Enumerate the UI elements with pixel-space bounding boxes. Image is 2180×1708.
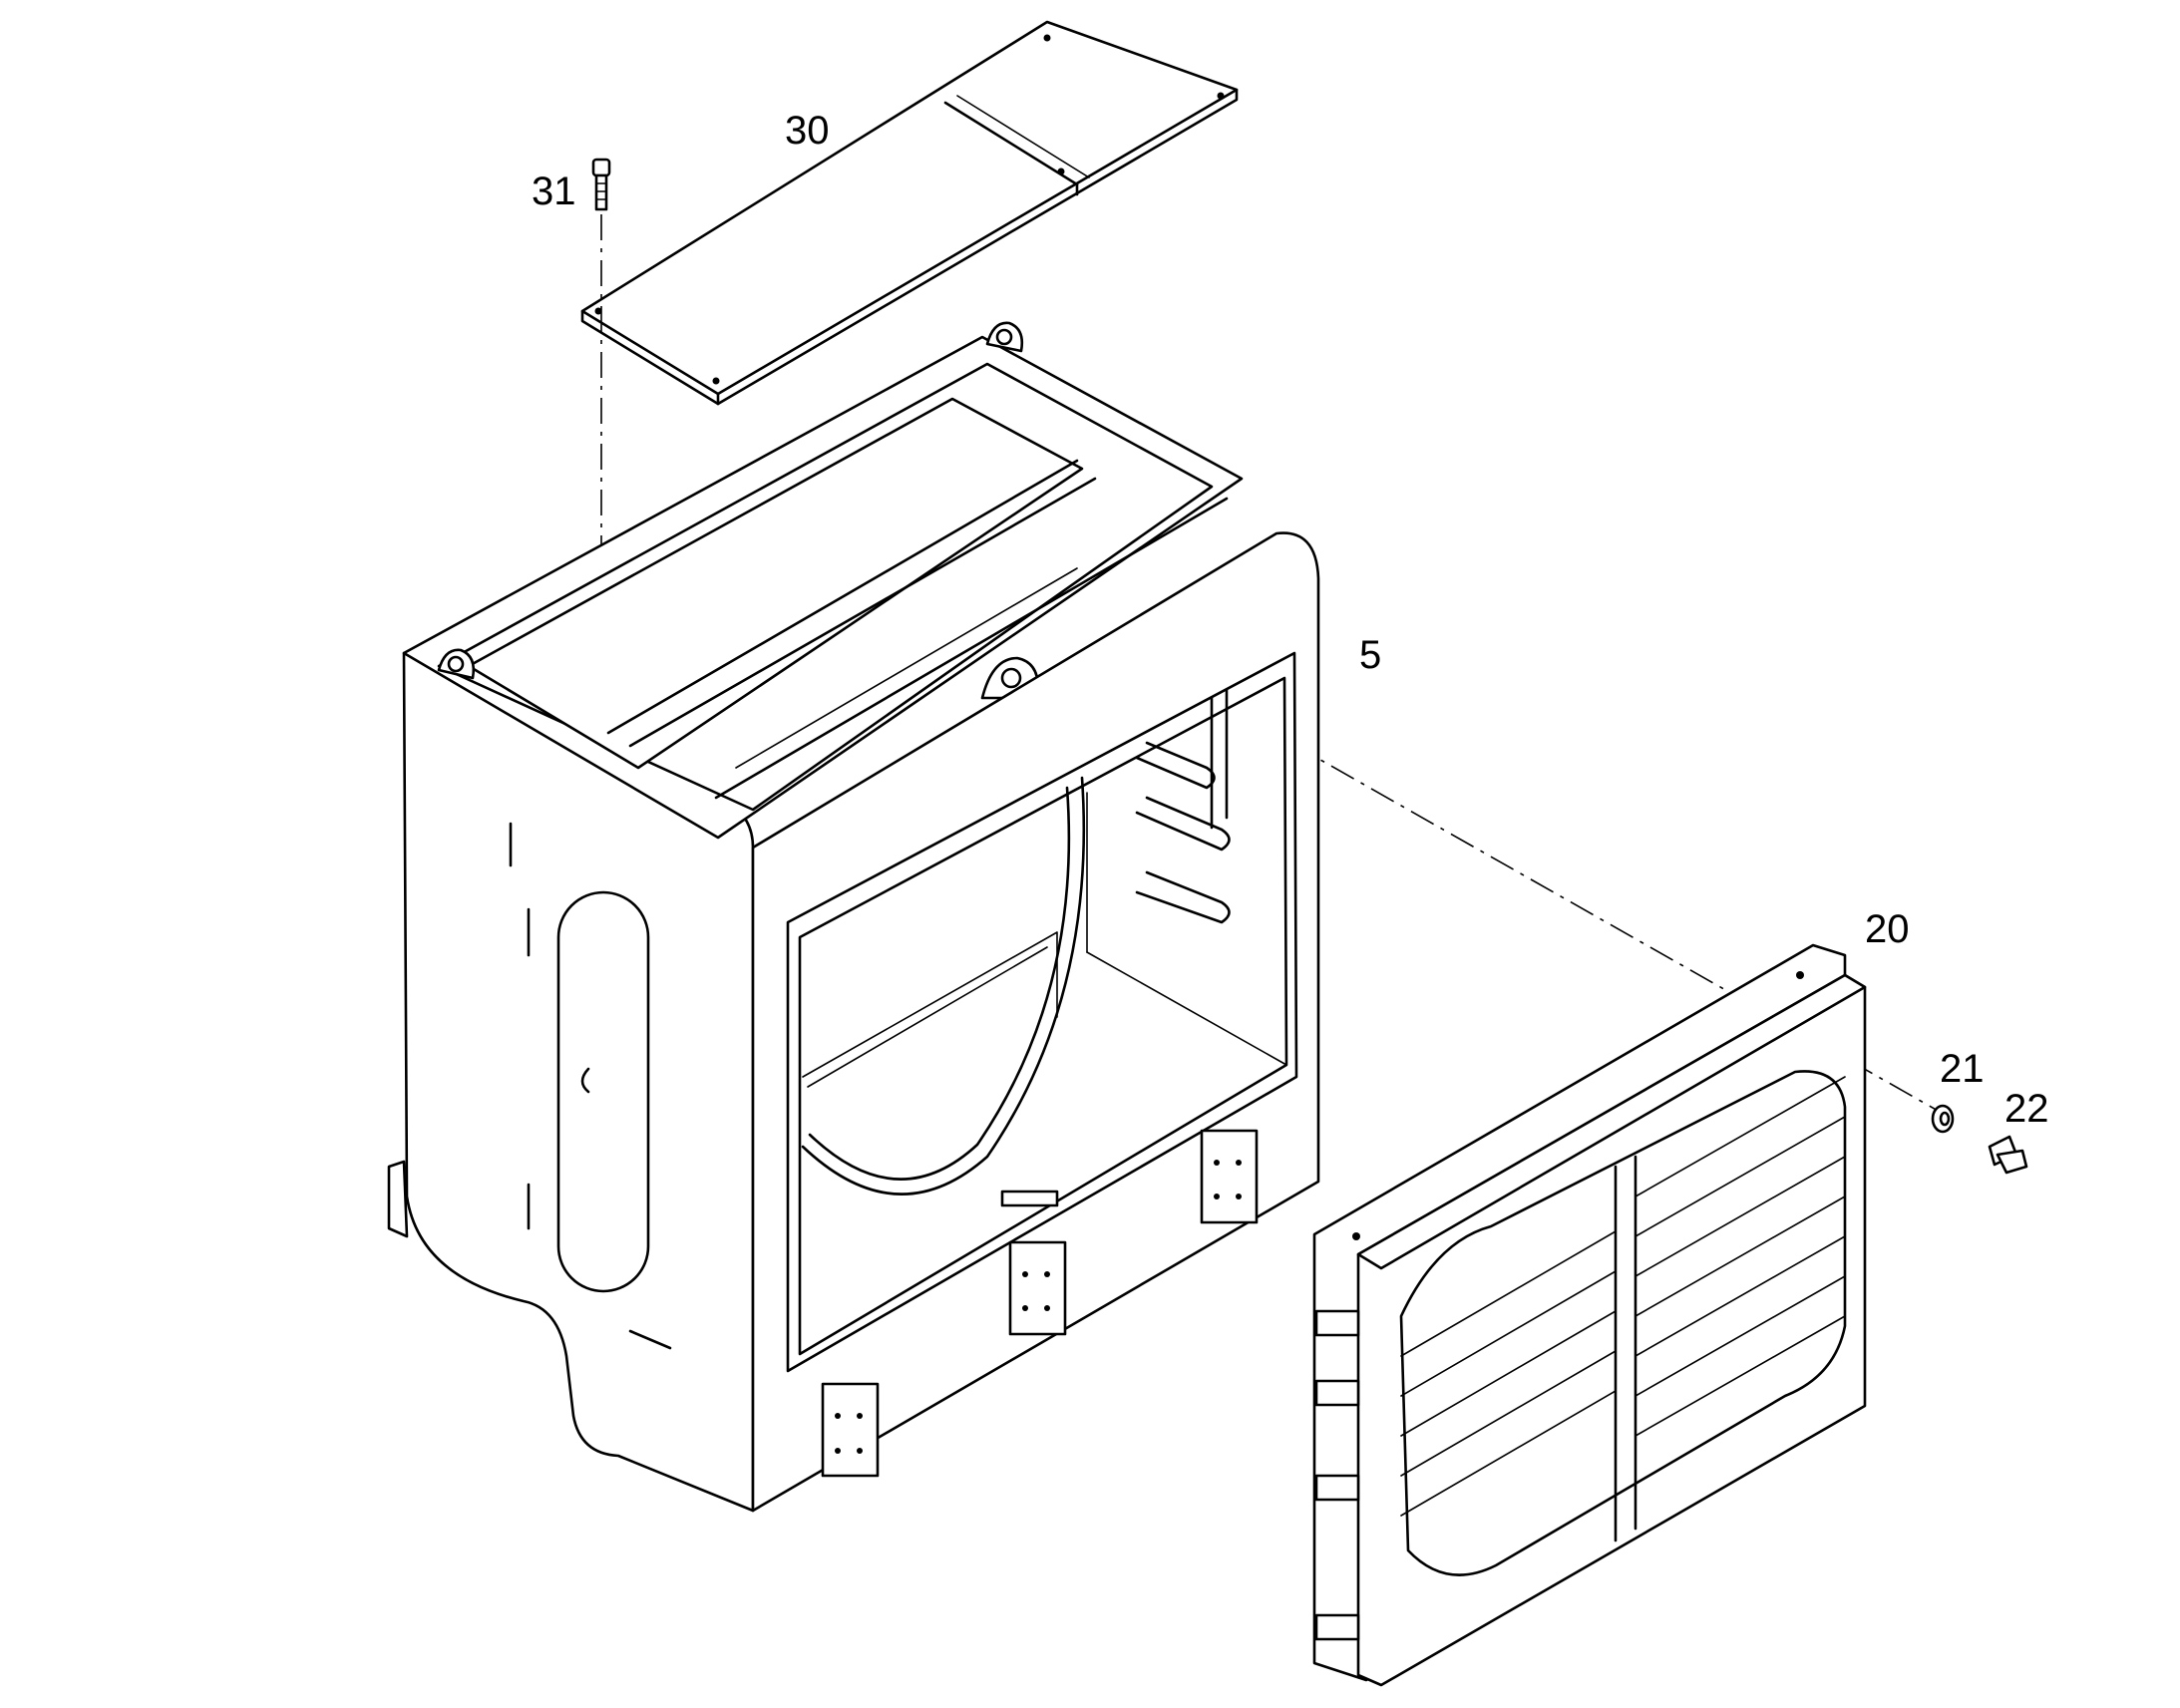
cabinet-frame	[387, 321, 1320, 1513]
callout-21: 21	[1940, 1047, 1985, 1091]
callout-20: 20	[1865, 907, 1910, 951]
louvred-grille-assembly	[1312, 943, 1867, 1687]
callout-22: 22	[2004, 1087, 2049, 1131]
washer	[1931, 1104, 1955, 1134]
callout-30: 30	[785, 109, 830, 153]
top-cover-plate	[580, 20, 1239, 406]
cap-screw	[591, 158, 611, 211]
bolt	[1988, 1135, 2028, 1175]
callout-31: 31	[532, 170, 576, 213]
callout-5: 5	[1359, 633, 1381, 677]
mounting-pads	[821, 1129, 1259, 1478]
